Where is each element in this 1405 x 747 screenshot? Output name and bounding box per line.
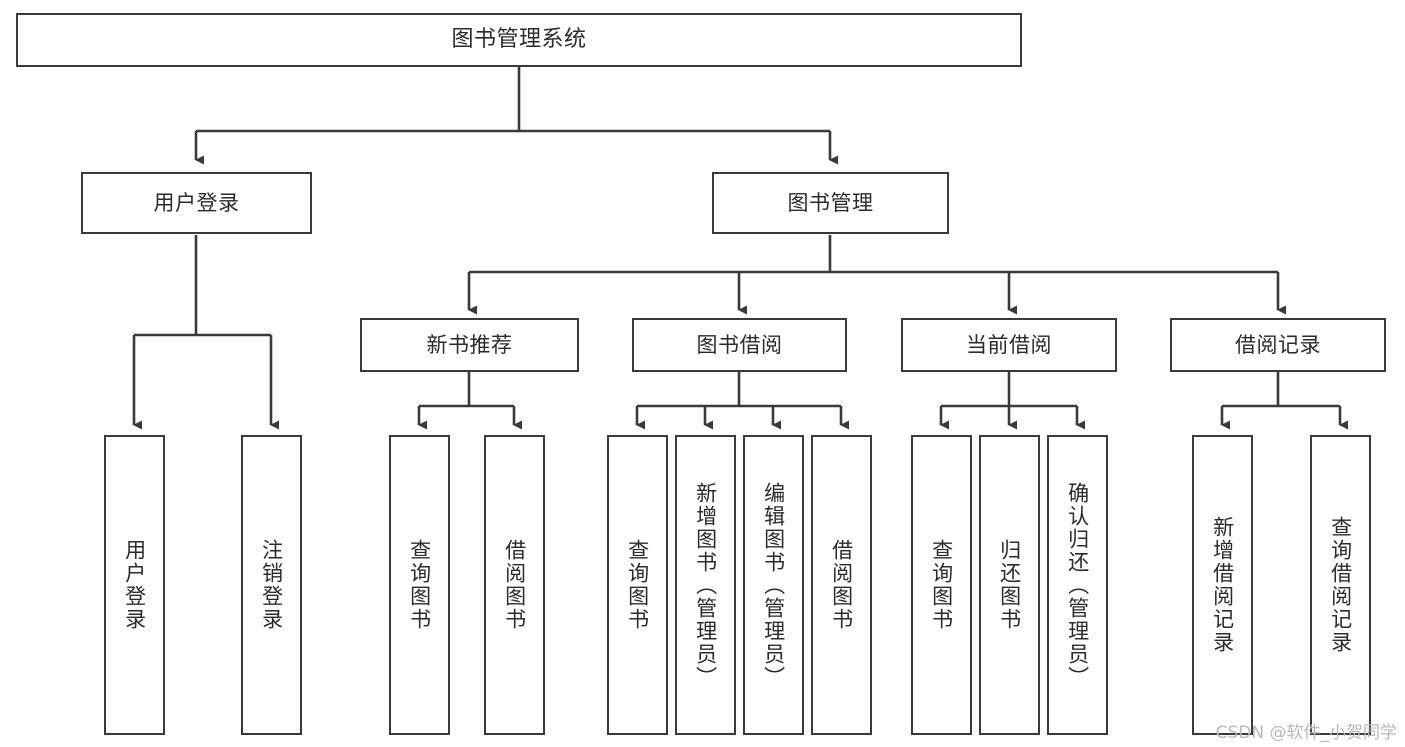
leaf-book-borrow-add[interactable]: 新增图书（管理员） <box>675 435 736 735</box>
leaf-current-borrow-confirm[interactable]: 确认归还（管理员） <box>1047 435 1108 735</box>
leaf-borrow-record-query[interactable]: 查询借阅记录 <box>1310 435 1371 735</box>
node-label: 新书推荐 <box>426 332 513 357</box>
node-label: 新增图书（管理员） <box>693 481 718 689</box>
node-book-borrow[interactable]: 图书借阅 <box>632 318 847 372</box>
node-label: 归还图书 <box>997 539 1022 631</box>
node-label: 查询图书 <box>929 539 954 631</box>
node-user-login[interactable]: 用户登录 <box>81 172 312 234</box>
leaf-user-login-logout[interactable]: 注销登录 <box>241 435 302 735</box>
node-label: 编辑图书（管理员） <box>761 481 786 689</box>
node-label: 查询借阅记录 <box>1328 516 1353 654</box>
leaf-new-book-borrow[interactable]: 借阅图书 <box>484 435 545 735</box>
node-label: 借阅图书 <box>502 539 527 631</box>
leaf-user-login-login[interactable]: 用户登录 <box>104 435 165 735</box>
node-label: 借阅图书 <box>829 539 854 631</box>
node-new-book-recommend[interactable]: 新书推荐 <box>360 318 579 372</box>
node-root-system[interactable]: 图书管理系统 <box>16 13 1022 67</box>
node-label: 查询图书 <box>407 539 432 631</box>
leaf-current-borrow-query[interactable]: 查询图书 <box>911 435 972 735</box>
node-borrow-record[interactable]: 借阅记录 <box>1170 318 1386 372</box>
node-current-borrow[interactable]: 当前借阅 <box>901 318 1117 372</box>
node-label: 新增借阅记录 <box>1210 516 1235 654</box>
node-label: 查询图书 <box>625 539 650 631</box>
node-label: 确认归还（管理员） <box>1065 481 1090 689</box>
node-label: 图书管理 <box>787 190 874 215</box>
leaf-book-borrow-borrow[interactable]: 借阅图书 <box>811 435 872 735</box>
leaf-current-borrow-return[interactable]: 归还图书 <box>979 435 1040 735</box>
node-label: 用户登录 <box>122 539 147 631</box>
node-label: 注销登录 <box>259 539 284 631</box>
leaf-book-borrow-query[interactable]: 查询图书 <box>607 435 668 735</box>
leaf-borrow-record-add[interactable]: 新增借阅记录 <box>1192 435 1253 735</box>
node-book-management[interactable]: 图书管理 <box>712 172 949 234</box>
leaf-new-book-query[interactable]: 查询图书 <box>389 435 450 735</box>
node-label: 借阅记录 <box>1235 332 1321 357</box>
node-label: 当前借阅 <box>966 332 1052 357</box>
node-label: 用户登录 <box>153 190 240 215</box>
node-label: 图书管理系统 <box>451 27 587 53</box>
leaf-book-borrow-edit[interactable]: 编辑图书（管理员） <box>743 435 804 735</box>
node-label: 图书借阅 <box>696 332 783 357</box>
